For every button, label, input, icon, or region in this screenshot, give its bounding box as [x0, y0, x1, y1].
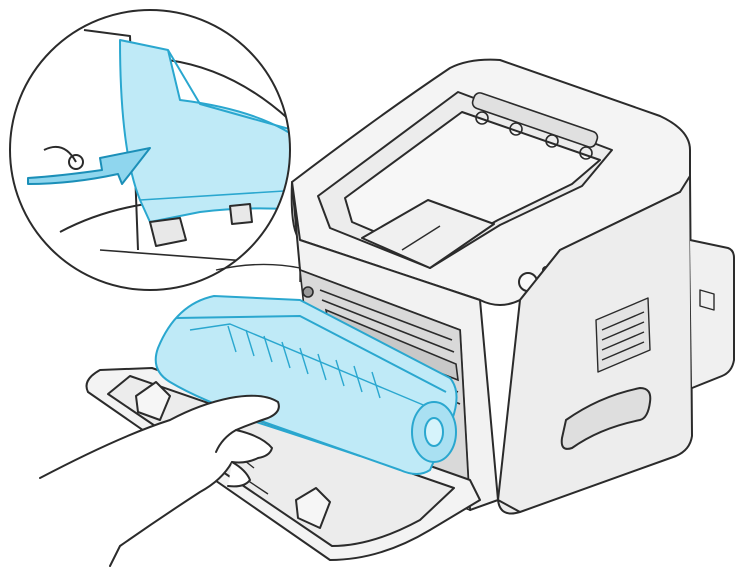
detail-magnifier: [9, 9, 301, 291]
rear-extension: [689, 239, 735, 389]
toner-cartridge: [154, 295, 458, 475]
side-handle: [560, 387, 652, 450]
output-rollers: [471, 92, 599, 160]
printer-body: [290, 58, 735, 515]
hand: [39, 394, 280, 567]
cartridge-ridges: [227, 325, 381, 399]
insertion-arrow-icon: [27, 147, 151, 185]
side-vent-grille: [595, 297, 651, 373]
printer-side-panel: [497, 175, 693, 515]
magnifier-connector: [215, 263, 301, 282]
